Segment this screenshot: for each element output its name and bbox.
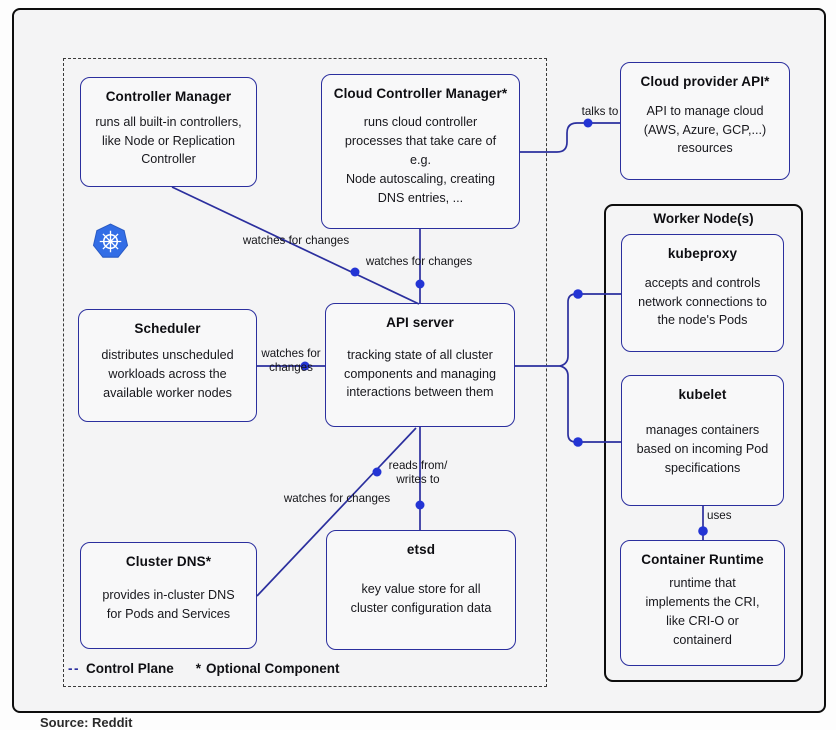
- edge-label-scheduler-watches: watches for changes: [261, 347, 321, 374]
- legend-optional-component: * Optional Component: [196, 661, 340, 676]
- cloud-provider-api-body: API to manage cloud (AWS, Azure, GCP,...…: [643, 103, 767, 156]
- legend: -- Control Plane * Optional Component: [68, 661, 340, 676]
- scheduler-body: distributes unscheduled workloads across…: [101, 348, 234, 400]
- kubelet-box: kubelet manages containers based on inco…: [621, 375, 784, 506]
- controller-manager-title: Controller Manager: [105, 89, 232, 104]
- cloud-provider-api-box: Cloud provider API* API to manage cloud …: [620, 62, 790, 180]
- cloud-controller-manager-title: Cloud Controller Manager*: [333, 86, 508, 101]
- edge-label-reads-writes: reads from/ writes to: [388, 459, 448, 486]
- etsd-box: etsd key value store for all cluster con…: [326, 530, 516, 650]
- edge-label-uses: uses: [707, 509, 732, 522]
- kubelet-body: manages containers based on incoming Pod…: [636, 423, 769, 475]
- container-runtime-title: Container Runtime: [641, 552, 764, 567]
- controller-manager-box: Controller Manager runs all built-in con…: [80, 77, 257, 187]
- kubelet-title: kubelet: [678, 387, 727, 402]
- api-server-title: API server: [386, 315, 454, 330]
- scheduler-title: Scheduler: [134, 321, 201, 336]
- controller-manager-body: runs all built-in controllers, like Node…: [95, 114, 242, 167]
- kubernetes-icon: [92, 223, 129, 258]
- scheduler-box: Scheduler distributes unscheduled worklo…: [78, 309, 257, 422]
- container-runtime-body: runtime that implements the CRI, like CR…: [645, 576, 760, 647]
- api-server-box: API server tracking state of all cluster…: [325, 303, 515, 427]
- source-caption: Source: Reddit: [40, 715, 133, 730]
- edge-label-talks-to: talks to: [581, 105, 619, 118]
- kubeproxy-body: accepts and controls network connections…: [638, 275, 767, 328]
- cloud-provider-api-title: Cloud provider API*: [640, 74, 770, 89]
- edge-label-ccm-watches: watches for changes: [365, 255, 473, 268]
- kubeproxy-title: kubeproxy: [667, 246, 738, 261]
- kubeproxy-box: kubeproxy accepts and controls network c…: [621, 234, 784, 352]
- optional-star: *: [195, 661, 202, 676]
- edge-label-dns-watches: watches for changes: [283, 492, 391, 505]
- cluster-dns-box: Cluster DNS* provides in-cluster DNS for…: [80, 542, 257, 649]
- cluster-dns-title: Cluster DNS*: [125, 554, 212, 569]
- worker-node-title: Worker Node(s): [653, 211, 754, 226]
- container-runtime-box: Container Runtime runtime that implement…: [620, 540, 785, 666]
- cloud-controller-manager-box: Cloud Controller Manager* runs cloud con…: [321, 74, 520, 229]
- dashed-line-sample: --: [68, 661, 80, 676]
- etsd-title: etsd: [406, 542, 436, 557]
- legend-control-plane-label: Control Plane: [86, 661, 174, 676]
- legend-optional-label: Optional Component: [206, 661, 340, 676]
- legend-control-plane: -- Control Plane: [68, 661, 174, 676]
- edge-label-cm-watches: watches for changes: [242, 234, 350, 247]
- cluster-dns-body: provides in-cluster DNS for Pods and Ser…: [102, 587, 235, 621]
- control-plane-dashed-frame: [63, 58, 547, 687]
- etsd-body: key value store for all cluster configur…: [350, 582, 492, 615]
- cloud-controller-manager-body: runs cloud controller processes that tak…: [344, 115, 497, 205]
- api-server-body: tracking state of all cluster components…: [344, 347, 496, 400]
